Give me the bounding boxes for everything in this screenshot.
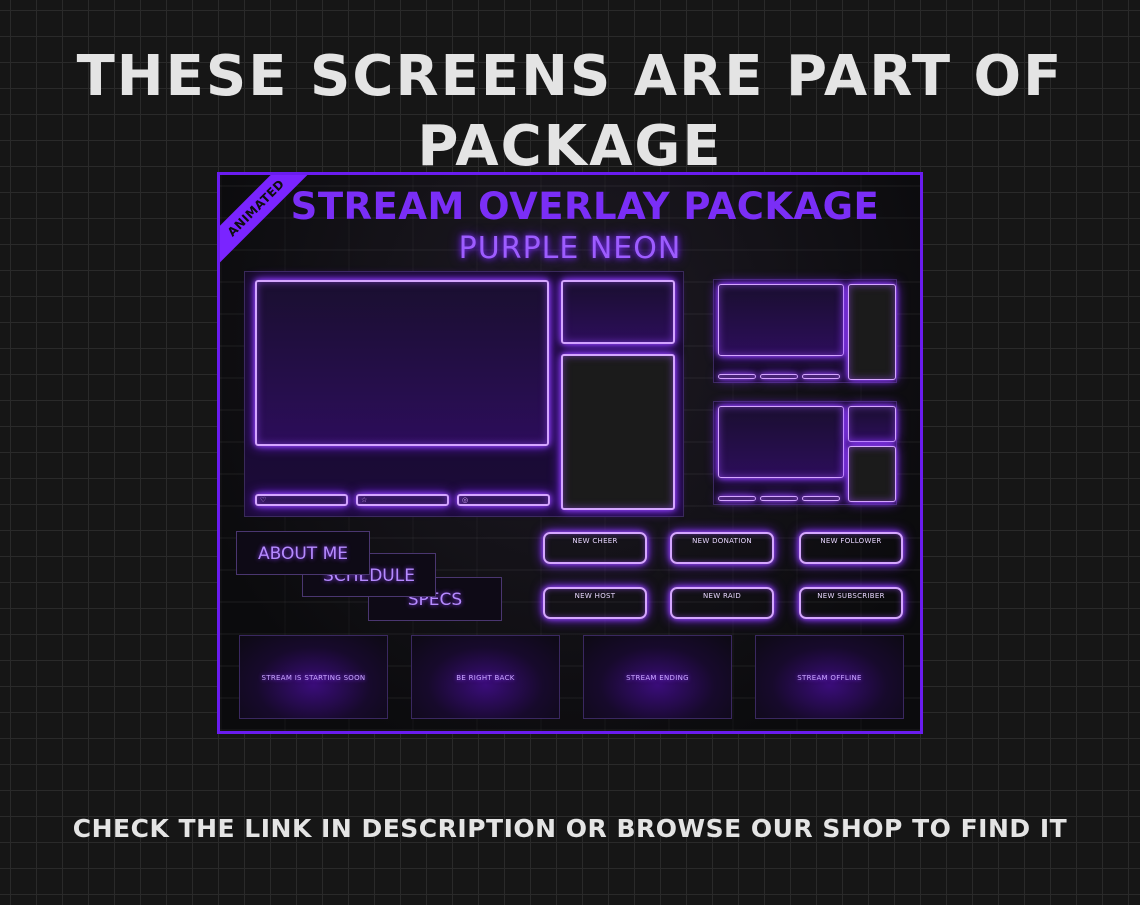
goal-bar-3: ◎ (457, 494, 550, 506)
thumb-1-screen (718, 284, 844, 356)
layout-thumb-2 (713, 401, 897, 505)
chat-frame (561, 354, 675, 510)
main-layout-mockup: ♡ ☆ ◎ (244, 271, 684, 517)
coin-icon: ◎ (462, 495, 469, 504)
alert-new-host: NEW HOST (543, 587, 647, 619)
headline: THESE SCREENS ARE PART OF PACKAGE (76, 44, 1064, 179)
webcam-frame (561, 280, 675, 344)
thumb-2-chat (848, 446, 896, 502)
thumb-1-chat (848, 284, 896, 380)
alert-new-donation: NEW DONATION (670, 532, 774, 564)
thumb-1-bar-3 (802, 374, 840, 379)
thumb-1-bar-1 (718, 374, 756, 379)
overlay-preview-card: ANIMATED STREAM OVERLAY PACKAGE PURPLE N… (217, 172, 923, 734)
thumb-2-cam (848, 406, 896, 442)
thumb-1-bar-2 (760, 374, 798, 379)
panel-about-me: ABOUT ME (236, 531, 370, 575)
scene-starting-soon: STREAM IS STARTING SOON (239, 635, 388, 719)
package-title: STREAM OVERLAY PACKAGE (290, 185, 880, 228)
alert-new-follower: NEW FOLLOWER (799, 532, 903, 564)
scene-be-right-back: BE RIGHT BACK (411, 635, 560, 719)
scene-stream-ending: STREAM ENDING (583, 635, 732, 719)
thumb-2-bar-3 (802, 496, 840, 501)
footer-text: CHECK THE LINK IN DESCRIPTION OR BROWSE … (72, 814, 1068, 843)
thumb-2-bar-2 (760, 496, 798, 501)
thumb-2-bar-1 (718, 496, 756, 501)
scene-stream-offline: STREAM OFFLINE (755, 635, 904, 719)
heart-icon: ♡ (260, 495, 267, 504)
alert-new-raid: NEW RAID (670, 587, 774, 619)
game-screen-frame (255, 280, 549, 446)
package-subtitle: PURPLE NEON (458, 231, 682, 266)
goal-bar-2: ☆ (356, 494, 449, 506)
goal-bar-1: ♡ (255, 494, 348, 506)
alert-new-cheer: NEW CHEER (543, 532, 647, 564)
layout-thumb-1 (713, 279, 897, 383)
star-icon: ☆ (361, 495, 368, 504)
alert-new-subscriber: NEW SUBSCRIBER (799, 587, 903, 619)
thumb-2-screen (718, 406, 844, 478)
